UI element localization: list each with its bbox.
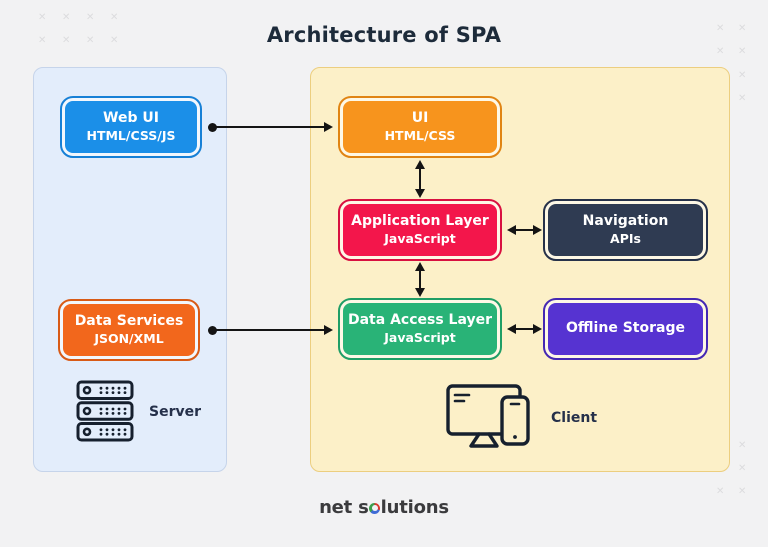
node-title: Data Services	[74, 312, 184, 329]
node-data-services: Data Services JSON/XML	[58, 299, 200, 361]
arrowhead-right-icon	[533, 324, 542, 334]
corner-x-icon: ✕	[738, 463, 747, 474]
corner-x-icon: ✕	[738, 70, 747, 81]
node-data-access-layer: Data Access Layer JavaScript	[338, 298, 502, 360]
corner-x-icon: ✕	[738, 23, 747, 34]
arrowhead-left-icon	[507, 225, 516, 235]
arrowhead-left-icon	[507, 324, 516, 334]
arrow-applayer-dal-bidirectional	[415, 262, 425, 297]
arrow-dal-offlinestorage-bidirectional	[507, 324, 542, 334]
node-title: Navigation	[582, 212, 669, 229]
corner-x-icon: ✕	[110, 35, 119, 46]
node-application-layer: Application Layer JavaScript	[338, 199, 502, 261]
node-web-ui-body: Web UI HTML/CSS/JS	[65, 101, 197, 153]
corner-x-icon: ✕	[38, 35, 47, 46]
server-icon	[76, 380, 134, 442]
arrowhead-right-icon	[324, 325, 333, 335]
arrow-applayer-navigation-bidirectional	[507, 225, 542, 235]
corner-x-icon: ✕	[716, 23, 725, 34]
node-navigation: Navigation APIs	[543, 199, 708, 261]
node-subtitle: JavaScript	[384, 231, 456, 247]
client-devices-icon	[446, 384, 530, 448]
corner-x-icon: ✕	[716, 486, 725, 497]
logo-text-prefix: net s	[319, 497, 369, 518]
node-title: Offline Storage	[566, 320, 685, 337]
node-subtitle: HTML/CSS	[384, 128, 456, 144]
node-subtitle: HTML/CSS/JS	[86, 128, 176, 144]
corner-x-icon: ✕	[62, 12, 71, 23]
arrow-webui-to-ui	[208, 122, 333, 132]
arrow-ui-applayer-bidirectional	[415, 160, 425, 198]
corner-x-icon: ✕	[110, 12, 119, 23]
node-subtitle: APIs	[610, 231, 641, 247]
node-data-access-layer-body: Data Access Layer JavaScript	[343, 303, 497, 355]
logo-text-suffix: lutions	[380, 497, 449, 518]
netsolutions-logo: net s lutions	[0, 497, 768, 518]
node-ui-body: UI HTML/CSS	[343, 101, 497, 153]
client-label: Client	[551, 410, 598, 426]
node-data-services-body: Data Services JSON/XML	[63, 304, 195, 356]
node-subtitle: JavaScript	[384, 330, 456, 346]
node-subtitle: JSON/XML	[94, 331, 164, 347]
node-offline-storage-body: Offline Storage	[548, 303, 703, 355]
node-title: Web UI	[103, 109, 159, 126]
arrowhead-down-icon	[415, 288, 425, 297]
node-offline-storage: Offline Storage	[543, 298, 708, 360]
corner-x-icon: ✕	[86, 35, 95, 46]
arrowhead-up-icon	[415, 262, 425, 271]
logo-colored-o-icon	[369, 502, 381, 514]
server-label: Server	[149, 404, 202, 420]
arrow-dataservices-to-dal	[208, 325, 333, 335]
arrowhead-right-icon	[324, 122, 333, 132]
node-title: Application Layer	[351, 212, 489, 229]
node-title: Data Access Layer	[347, 311, 492, 328]
node-web-ui: Web UI HTML/CSS/JS	[60, 96, 202, 158]
corner-x-icon: ✕	[738, 93, 747, 104]
arrowhead-down-icon	[415, 189, 425, 198]
arrowhead-up-icon	[415, 160, 425, 169]
corner-x-icon: ✕	[738, 486, 747, 497]
page-title: Architecture of SPA	[266, 23, 502, 47]
node-navigation-body: Navigation APIs	[548, 204, 703, 256]
corner-x-icon: ✕	[738, 440, 747, 451]
corner-x-icon: ✕	[86, 12, 95, 23]
node-title: UI	[411, 109, 429, 126]
node-application-layer-body: Application Layer JavaScript	[343, 204, 497, 256]
corner-x-icon: ✕	[38, 12, 47, 23]
arrow-dot	[208, 122, 217, 132]
corner-x-icon: ✕	[716, 46, 725, 57]
corner-x-icon: ✕	[62, 35, 71, 46]
node-ui: UI HTML/CSS	[338, 96, 502, 158]
arrowhead-right-icon	[533, 225, 542, 235]
arrow-dot	[208, 325, 217, 335]
corner-x-icon: ✕	[738, 46, 747, 57]
